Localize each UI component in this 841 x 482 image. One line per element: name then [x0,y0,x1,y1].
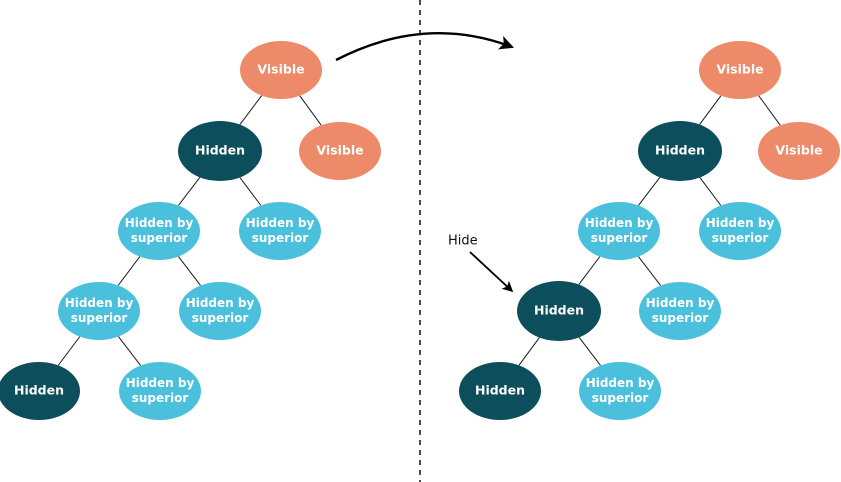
edge-sc-to-se [118,336,141,366]
node-ellipse[interactable] [517,281,601,341]
node-hidden-leaf[interactable]: Hidden [459,362,541,420]
node-ellipse[interactable] [240,41,322,99]
node-ellipse[interactable] [58,282,140,340]
node-ellipse[interactable] [578,202,660,260]
edge-sc-to-hidden2 [57,336,81,366]
node-ellipse[interactable] [699,41,781,99]
transition-arrow-icon [335,32,515,62]
edges-layer [57,95,781,366]
edge-root-to-visible [299,95,322,126]
node-hidden-level1[interactable]: Hidden [638,121,722,181]
edge-sa-to-hidden2 [578,256,601,285]
edge-root-to-hidden [699,95,722,125]
node-ellipse[interactable] [299,122,381,180]
node-visible-level1-right[interactable]: Visible [299,122,381,180]
node-hidden-leaf[interactable]: Hidden [0,362,80,420]
edge-hidden-to-sb [239,177,262,206]
edge-sa-to-sd [638,256,661,286]
edge-root-to-hidden [239,95,263,125]
edge-hidden-to-sa [638,177,661,206]
edge-hidden2-to-h3 [518,337,540,366]
edge-hidden-to-sb [699,177,722,206]
hide-annotation-label: Hide [448,234,478,249]
edge-sa-to-sd [178,256,201,286]
node-ellipse[interactable] [0,362,80,420]
node-ellipse[interactable] [579,362,661,420]
edge-sa-to-sc [117,256,141,286]
node-hidden-newly-hidden[interactable]: Hidden [517,281,601,341]
node-visible-level1-right[interactable]: Visible [758,122,840,180]
node-ellipse[interactable] [239,202,321,260]
node-ellipse[interactable] [758,122,840,180]
node-ellipse[interactable] [639,282,721,340]
node-hidden-level1[interactable]: Hidden [178,121,262,181]
node-ellipse[interactable] [179,282,261,340]
node-ellipse[interactable] [118,202,200,260]
node-ellipse[interactable] [119,362,201,420]
node-visible-root[interactable]: Visible [699,41,781,99]
node-ellipse[interactable] [699,202,781,260]
node-ellipse[interactable] [638,121,722,181]
edge-hidden2-to-se [578,337,601,366]
hide-arrow-icon [469,251,514,293]
edge-root-to-visible [758,95,781,126]
node-ellipse[interactable] [459,362,541,420]
node-visible-root[interactable]: Visible [240,41,322,99]
edge-hidden-to-sa [178,177,201,206]
node-ellipse[interactable] [178,121,262,181]
